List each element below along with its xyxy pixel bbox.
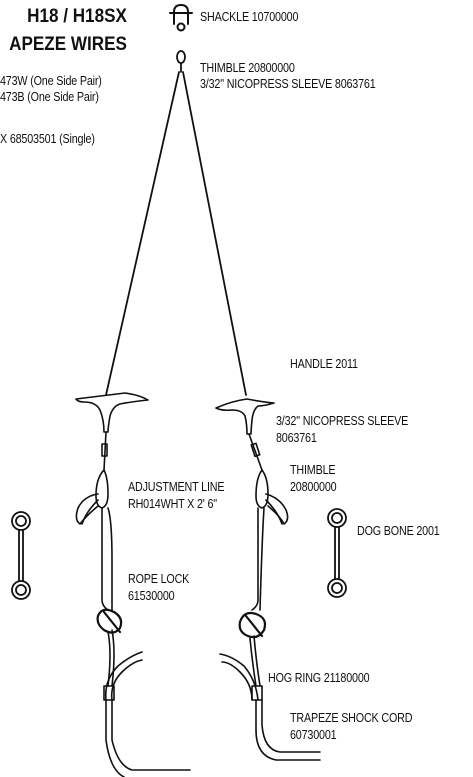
label-hog-ring: HOG RING 21180000 bbox=[268, 671, 370, 685]
label-rope-lock-1: ROPE LOCK bbox=[128, 572, 190, 586]
label-handle: HANDLE 2011 bbox=[290, 357, 358, 371]
right-rope-lock bbox=[238, 611, 267, 639]
part-number-3: X 68503501 (Single) bbox=[0, 132, 95, 146]
part-number-1: 473W (One Side Pair) bbox=[0, 74, 102, 88]
label-shock-cord-2: 60730001 bbox=[290, 728, 337, 742]
label-thimble-mid-2: 20800000 bbox=[290, 480, 337, 494]
part-number-2: 473B (One Side Pair) bbox=[0, 90, 99, 104]
label-adjustment-line-2: RH014WHT X 2' 6" bbox=[128, 497, 217, 511]
label-adjustment-line-1: ADJUSTMENT LINE bbox=[128, 480, 225, 494]
top-thimble bbox=[176, 50, 186, 73]
right-thimble-adjustment bbox=[251, 469, 289, 611]
trapeze-wires bbox=[105, 71, 247, 396]
label-thimble-top: THIMBLE 20800000 bbox=[200, 61, 295, 75]
label-sleeve-top: 3/32" NICOPRESS SLEEVE 8063761 bbox=[200, 77, 376, 91]
left-thimble-adjustment bbox=[75, 469, 113, 611]
shackle-icon bbox=[169, 4, 193, 32]
sleeves-mid bbox=[101, 431, 263, 471]
title-line-1: H18 / H18SX bbox=[27, 6, 127, 27]
label-shackle: SHACKLE 10700000 bbox=[200, 10, 299, 24]
lines-to-hog-rings bbox=[107, 629, 261, 687]
label-shock-cord-1: TRAPEZE SHOCK CORD bbox=[290, 711, 413, 725]
shock-cords bbox=[105, 699, 321, 777]
label-dog-bone: DOG BONE 2001 bbox=[357, 524, 440, 538]
label-sleeve-mid-1: 3/32" NICOPRESS SLEEVE bbox=[276, 414, 409, 428]
title-line-2: APEZE WIRES bbox=[9, 34, 127, 55]
right-dog-bone bbox=[327, 508, 347, 598]
label-rope-lock-2: 61530000 bbox=[128, 589, 175, 603]
left-handle bbox=[75, 392, 149, 433]
left-dog-bone bbox=[11, 511, 31, 600]
label-sleeve-mid-2: 8063761 bbox=[276, 431, 317, 445]
right-handle bbox=[215, 398, 275, 435]
label-thimble-mid-1: THIMBLE bbox=[290, 463, 336, 477]
shock-cord-loops bbox=[104, 651, 259, 701]
left-rope-lock bbox=[96, 608, 123, 634]
hog-rings bbox=[103, 685, 263, 701]
